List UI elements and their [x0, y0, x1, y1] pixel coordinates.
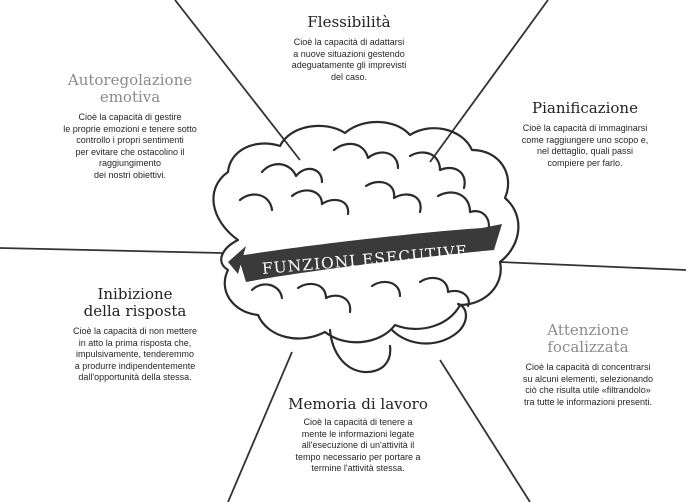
description-line: tra tutte le informazioni presenti. [495, 397, 681, 409]
cerebellum [392, 304, 466, 344]
fold [420, 278, 469, 306]
description-line: per evitare che ostacolino il [40, 147, 220, 159]
title-line: Attenzione [495, 322, 681, 339]
section-pianificazione: Pianificazione Cioè la capacità di immag… [500, 100, 670, 169]
fold [262, 164, 322, 182]
description-line: compiere per farlo. [500, 158, 670, 170]
description-line: raggiungimento [40, 158, 220, 170]
fold [252, 284, 282, 298]
title-line: Pianificazione [500, 100, 670, 117]
description-line: a nuove situazioni gestendo [264, 49, 434, 61]
title-line: Inibizione [45, 286, 225, 303]
description-line: termine l'attività stessa. [268, 463, 448, 475]
description-line: Cioè la capacità di gestire [40, 112, 220, 124]
description-line: dall'opportunità della stessa. [45, 372, 225, 384]
description-line: dei nostri obiettivi. [40, 170, 220, 182]
section-title: Inibizione della risposta [45, 286, 225, 320]
section-title: Flessibilità [264, 14, 434, 31]
section-description: Cioè la capacità di immaginarsi come rag… [500, 123, 670, 169]
description-line: Cioè la capacità di tenere a [268, 417, 448, 429]
section-attenzione-focalizzata: Attenzione focalizzata Cioè la capacità … [495, 322, 681, 408]
fold [292, 190, 348, 214]
section-memoria-di-lavoro: Memoria di lavoro Cioè la capacità di te… [268, 396, 448, 475]
description-line: su alcuni elementi, selezionando [495, 374, 681, 386]
description-line: all'esecuzione di un'attività il [268, 440, 448, 452]
title-line: focalizzata [495, 339, 681, 356]
description-line: ciò che risulta utile «filtrandolo» [495, 385, 681, 397]
section-autoregolazione-emotiva: Autoregolazione emotiva Cioè la capacità… [40, 72, 220, 181]
section-title: Autoregolazione emotiva [40, 72, 220, 106]
description-line: Cioè la capacità di immaginarsi [500, 123, 670, 135]
title-line: emotiva [40, 89, 220, 106]
section-flessibilita: Flessibilità Cioè la capacità di adattar… [264, 14, 434, 83]
section-description: Cioè la capacità di non mettere in atto … [45, 326, 225, 384]
description-line: come raggiungere uno scopo e, [500, 135, 670, 147]
section-description: Cioè la capacità di concentrarsi su alcu… [495, 362, 681, 408]
fold [240, 195, 272, 210]
title-line: Memoria di lavoro [268, 396, 448, 413]
section-description: Cioè la capacità di adattarsi a nuove si… [264, 37, 434, 83]
fold [366, 182, 421, 212]
description-line: Cioè la capacità di non mettere [45, 326, 225, 338]
description-line: nel dettaglio, quali passi [500, 146, 670, 158]
section-inibizione-della-risposta: Inibizione della risposta Cioè la capaci… [45, 286, 225, 384]
description-line: mente le informazioni legate [268, 429, 448, 441]
description-line: impulsivamente, tenderemmo [45, 349, 225, 361]
description-line: a produrre indipendentemente [45, 361, 225, 373]
section-title: Pianificazione [500, 100, 670, 117]
section-description: Cioè la capacità di gestire le proprie e… [40, 112, 220, 181]
description-line: Cioè la capacità di concentrarsi [495, 362, 681, 374]
description-line: tempo necessario per portare a [268, 452, 448, 464]
section-title: Memoria di lavoro [268, 396, 448, 413]
fold [334, 144, 398, 168]
section-title: Attenzione focalizzata [495, 322, 681, 356]
fold [410, 152, 465, 188]
fold [298, 284, 350, 312]
title-line: della risposta [45, 303, 225, 320]
description-line: le proprie emozioni e tenere sotto [40, 124, 220, 136]
description-line: in atto la prima risposta che, [45, 338, 225, 350]
fold [372, 282, 400, 296]
title-line: Flessibilità [264, 14, 434, 31]
section-description: Cioè la capacità di tenere a mente le in… [268, 417, 448, 475]
description-line: Cioè la capacità di adattarsi [264, 37, 434, 49]
description-line: adeguatamente gli imprevisti [264, 60, 434, 72]
fold [438, 193, 489, 232]
description-line: del caso. [264, 72, 434, 84]
title-line: Autoregolazione [40, 72, 220, 89]
description-line: controllo i propri sentimenti [40, 135, 220, 147]
